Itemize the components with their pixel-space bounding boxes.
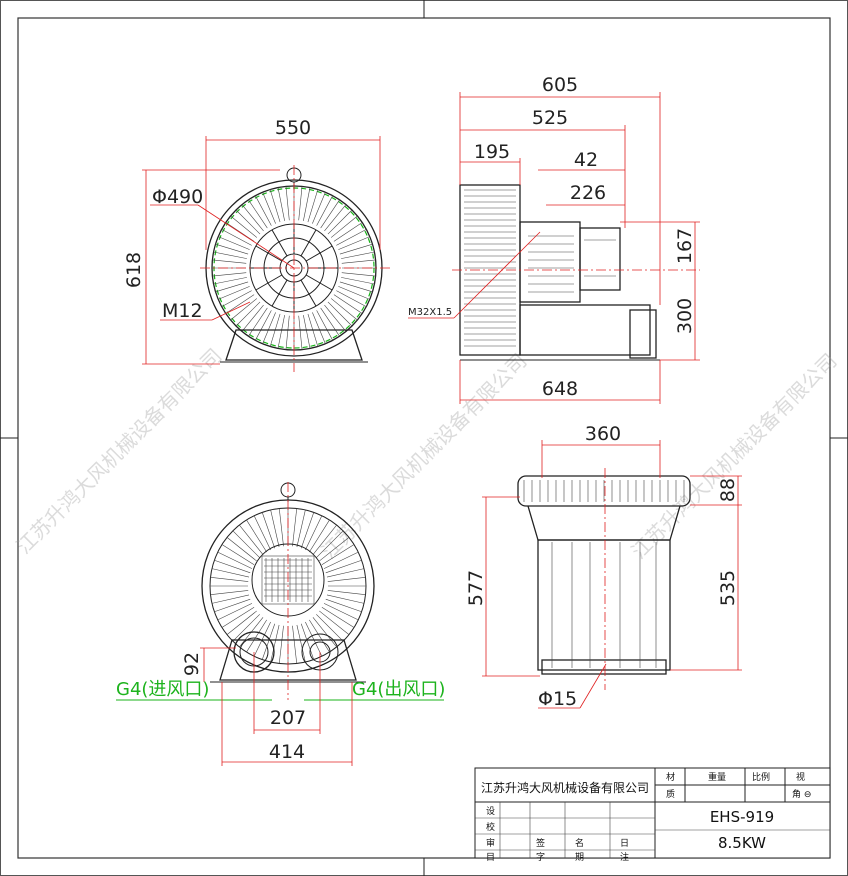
side-view: 605 525 195 42 226 167 300 648 M32X1.5: [408, 74, 700, 404]
dim-phi15: Φ15: [538, 688, 577, 710]
watermark-2: 江苏升鸿大风机械设备有限公司: [317, 349, 532, 564]
inlet-port-label: G4(进风口): [116, 679, 209, 700]
material-label: 材: [666, 771, 675, 783]
zi-label: 字: [536, 851, 545, 863]
name-label: 名: [575, 837, 584, 849]
dim-m32: M32X1.5: [408, 307, 452, 318]
dim-300: 300: [674, 298, 696, 334]
top-section-view: 360 88 577 535 Φ15: [465, 423, 742, 710]
dim-42: 42: [574, 149, 598, 171]
dim-360: 360: [585, 423, 621, 445]
dim-577: 577: [465, 570, 487, 606]
watermark-3: 江苏升鸿大风机械设备有限公司: [627, 349, 842, 564]
dim-m12: M12: [162, 300, 203, 322]
watermark-1: 江苏升鸿大风机械设备有限公司: [12, 344, 227, 559]
weight-label: 重量: [708, 771, 726, 783]
dim-88: 88: [717, 478, 739, 502]
sign-label: 签: [536, 837, 545, 849]
dim-167: 167: [674, 228, 696, 264]
dim-226: 226: [570, 182, 606, 204]
dim-525: 525: [532, 107, 568, 129]
dim-535: 535: [717, 570, 739, 606]
company-name: 江苏升鸿大风机械设备有限公司: [481, 780, 649, 795]
back-view: 92 G4(进风口) G4(出风口) 207 414: [116, 482, 445, 766]
quality-label: 质: [666, 788, 675, 800]
dim-195: 195: [474, 141, 510, 163]
date-label: 日: [620, 838, 629, 849]
dim-618: 618: [123, 252, 145, 288]
dim-605: 605: [542, 74, 578, 96]
check-label: 校: [486, 821, 495, 833]
design-label: 设: [486, 806, 495, 817]
dim-207: 207: [270, 707, 306, 729]
audit-label: 审: [486, 837, 495, 849]
view-symbol: 角 ⊖: [792, 788, 811, 800]
dim-phi490: Φ490: [152, 186, 203, 208]
dim-92: 92: [181, 652, 203, 676]
model-number: EHS-919: [710, 808, 774, 826]
period-label: 期: [575, 852, 584, 863]
dim-414: 414: [269, 741, 305, 763]
view-label: 视: [796, 771, 805, 783]
note-label: 注: [620, 851, 629, 863]
power-rating: 8.5KW: [718, 834, 766, 852]
mu-label: 目: [486, 852, 495, 863]
title-block: 江苏升鸿大风机械设备有限公司 材 质 重量 比例 视 角 ⊖ 设 校 审 签 名…: [474, 767, 831, 863]
scale-label: 比例: [752, 771, 770, 783]
watermark-group: 江苏升鸿大风机械设备有限公司 江苏升鸿大风机械设备有限公司 江苏升鸿大风机械设备…: [12, 344, 842, 564]
dim-550: 550: [275, 117, 311, 139]
front-view: 550 Φ490 618 M12: [123, 117, 390, 372]
dim-648: 648: [542, 378, 578, 400]
outlet-port-label: G4(出风口): [352, 679, 445, 700]
